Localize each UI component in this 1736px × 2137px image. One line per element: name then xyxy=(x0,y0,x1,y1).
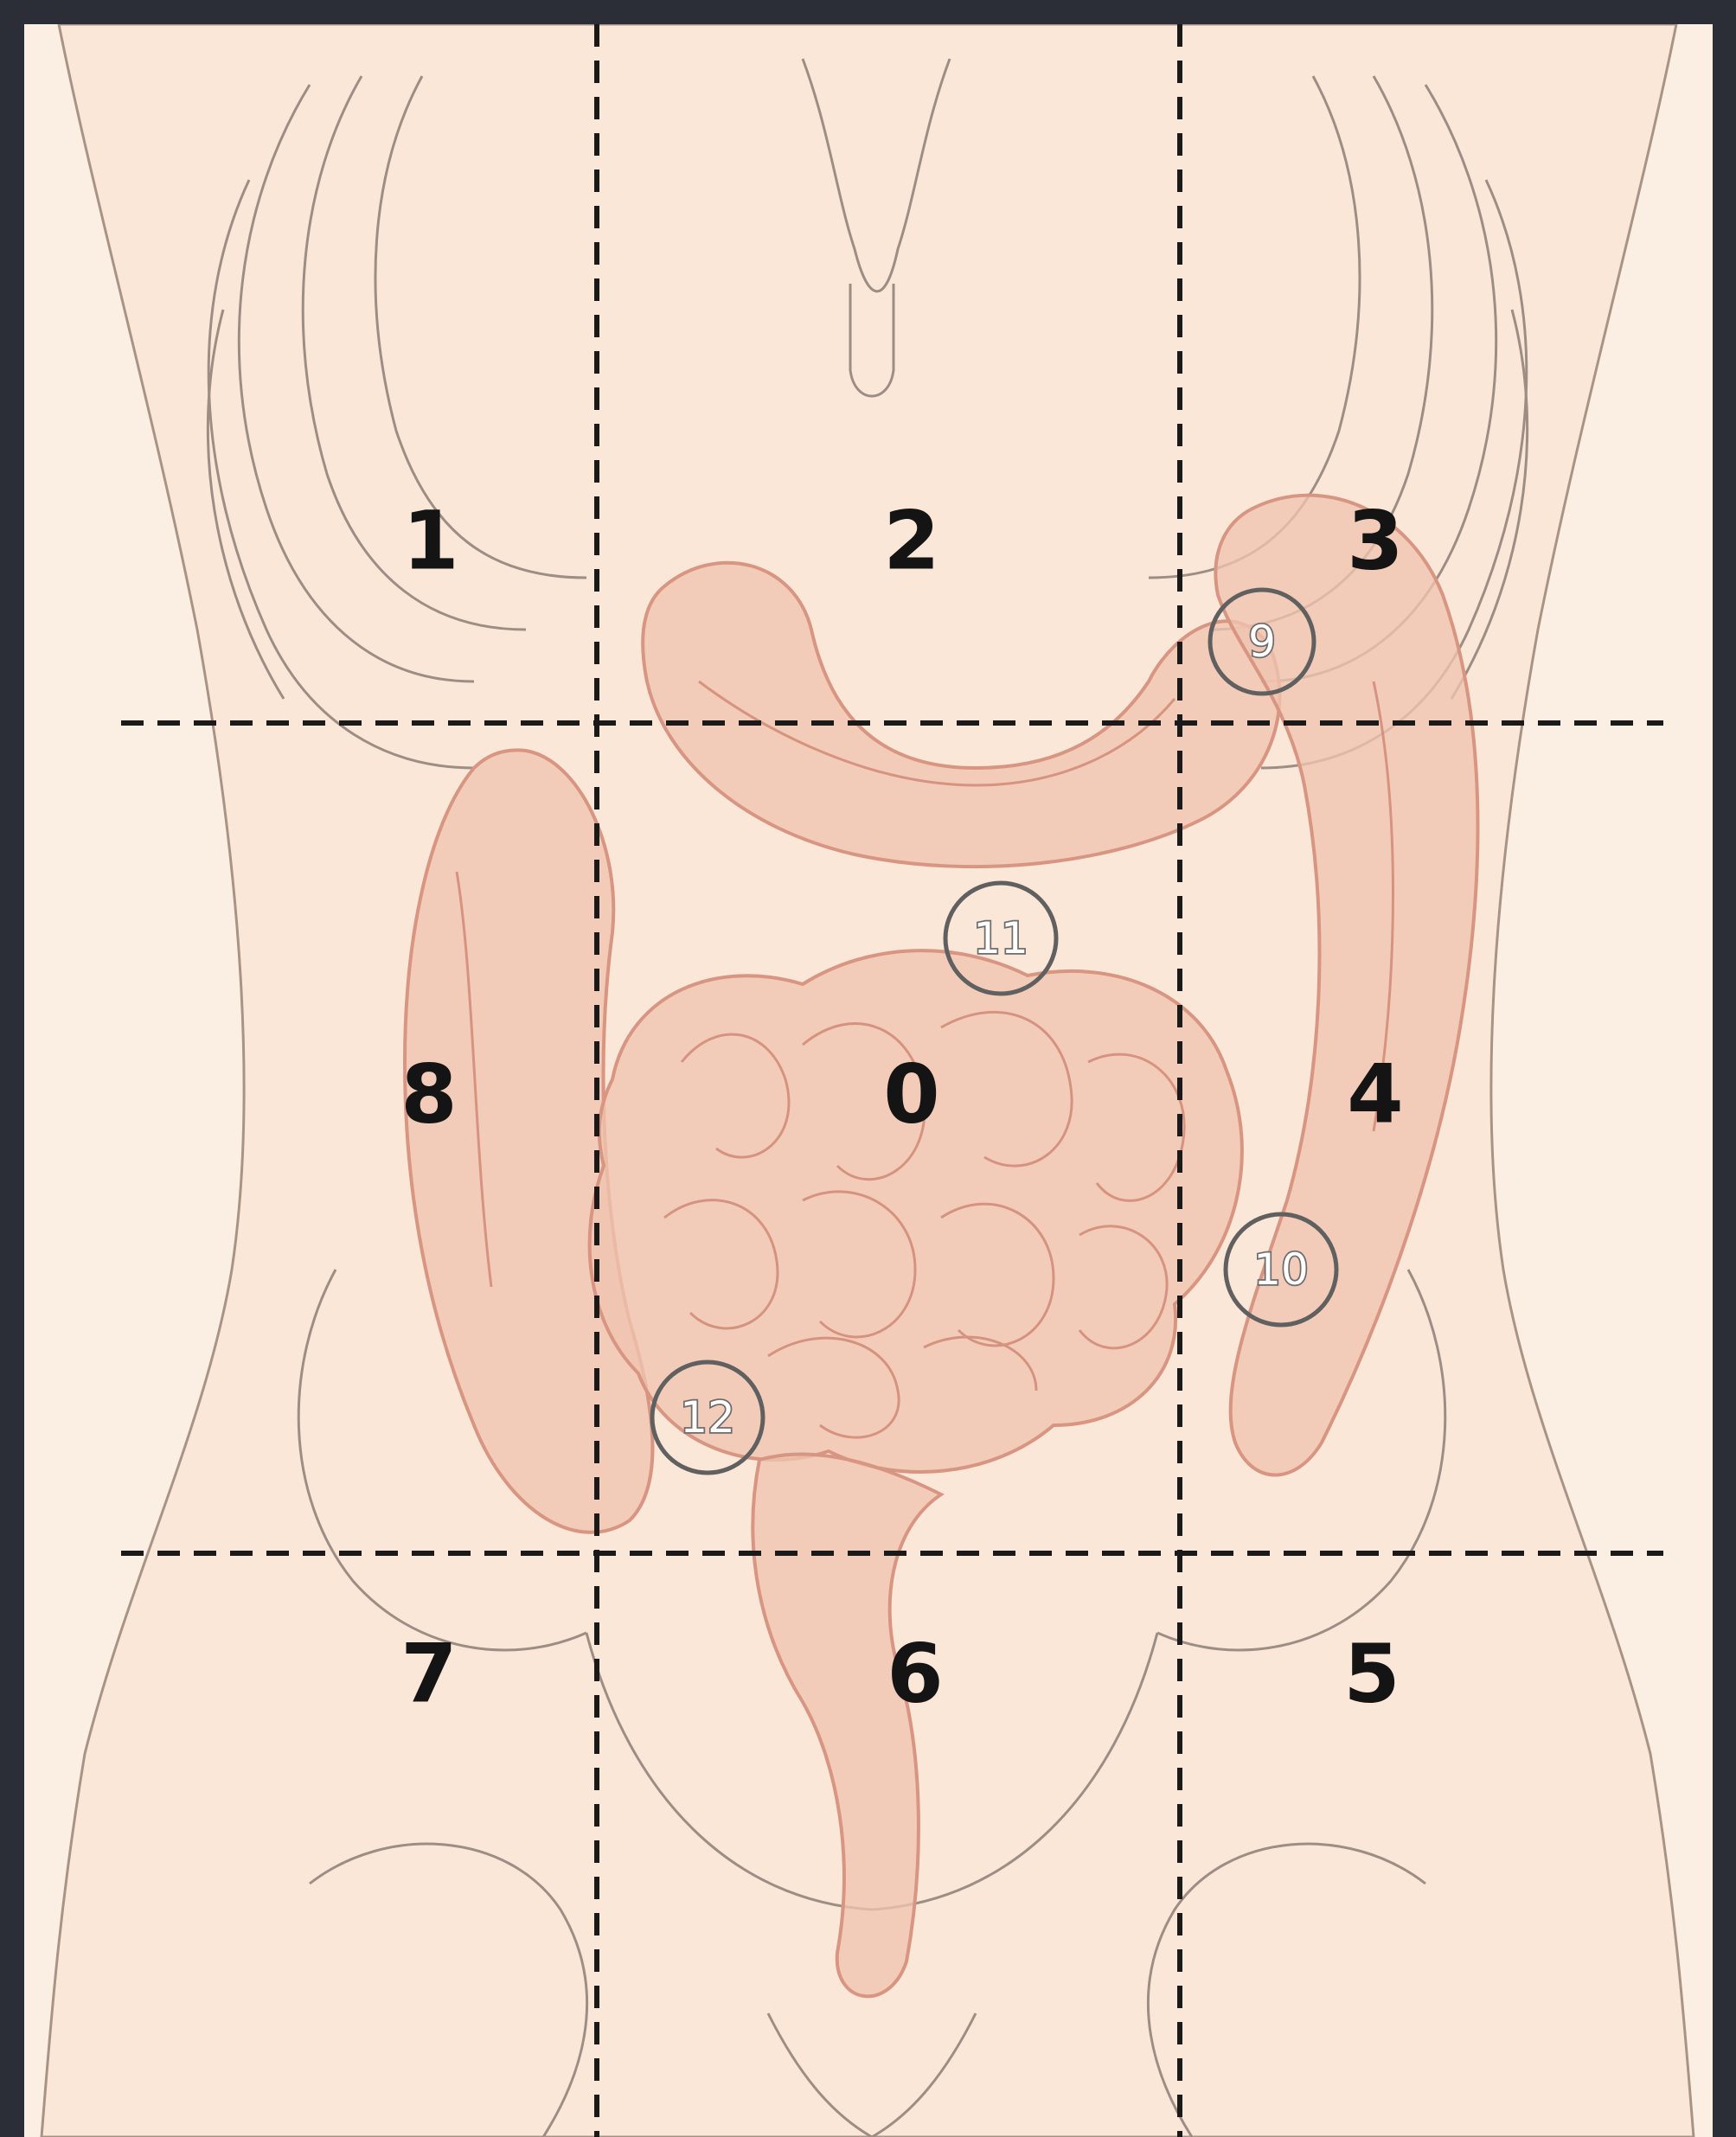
point-label-9: 9 xyxy=(1248,617,1276,667)
point-label-10: 10 xyxy=(1253,1244,1309,1295)
region-label-7: 7 xyxy=(400,1628,457,1722)
abdominal-regions-diagram: 1 2 3 8 0 4 7 6 5 9 11 xyxy=(24,24,1713,2137)
region-label-6: 6 xyxy=(887,1628,943,1722)
region-label-0: 0 xyxy=(883,1048,939,1142)
anatomy-illustration-frame: 1 2 3 8 0 4 7 6 5 9 11 xyxy=(24,24,1713,2137)
region-label-8: 8 xyxy=(400,1048,457,1142)
region-label-3: 3 xyxy=(1347,495,1403,589)
point-label-12: 12 xyxy=(680,1392,735,1443)
region-label-2: 2 xyxy=(883,495,939,589)
region-label-5: 5 xyxy=(1343,1628,1400,1722)
region-label-4: 4 xyxy=(1347,1048,1403,1142)
point-label-11: 11 xyxy=(973,913,1028,963)
region-label-1: 1 xyxy=(402,495,458,589)
